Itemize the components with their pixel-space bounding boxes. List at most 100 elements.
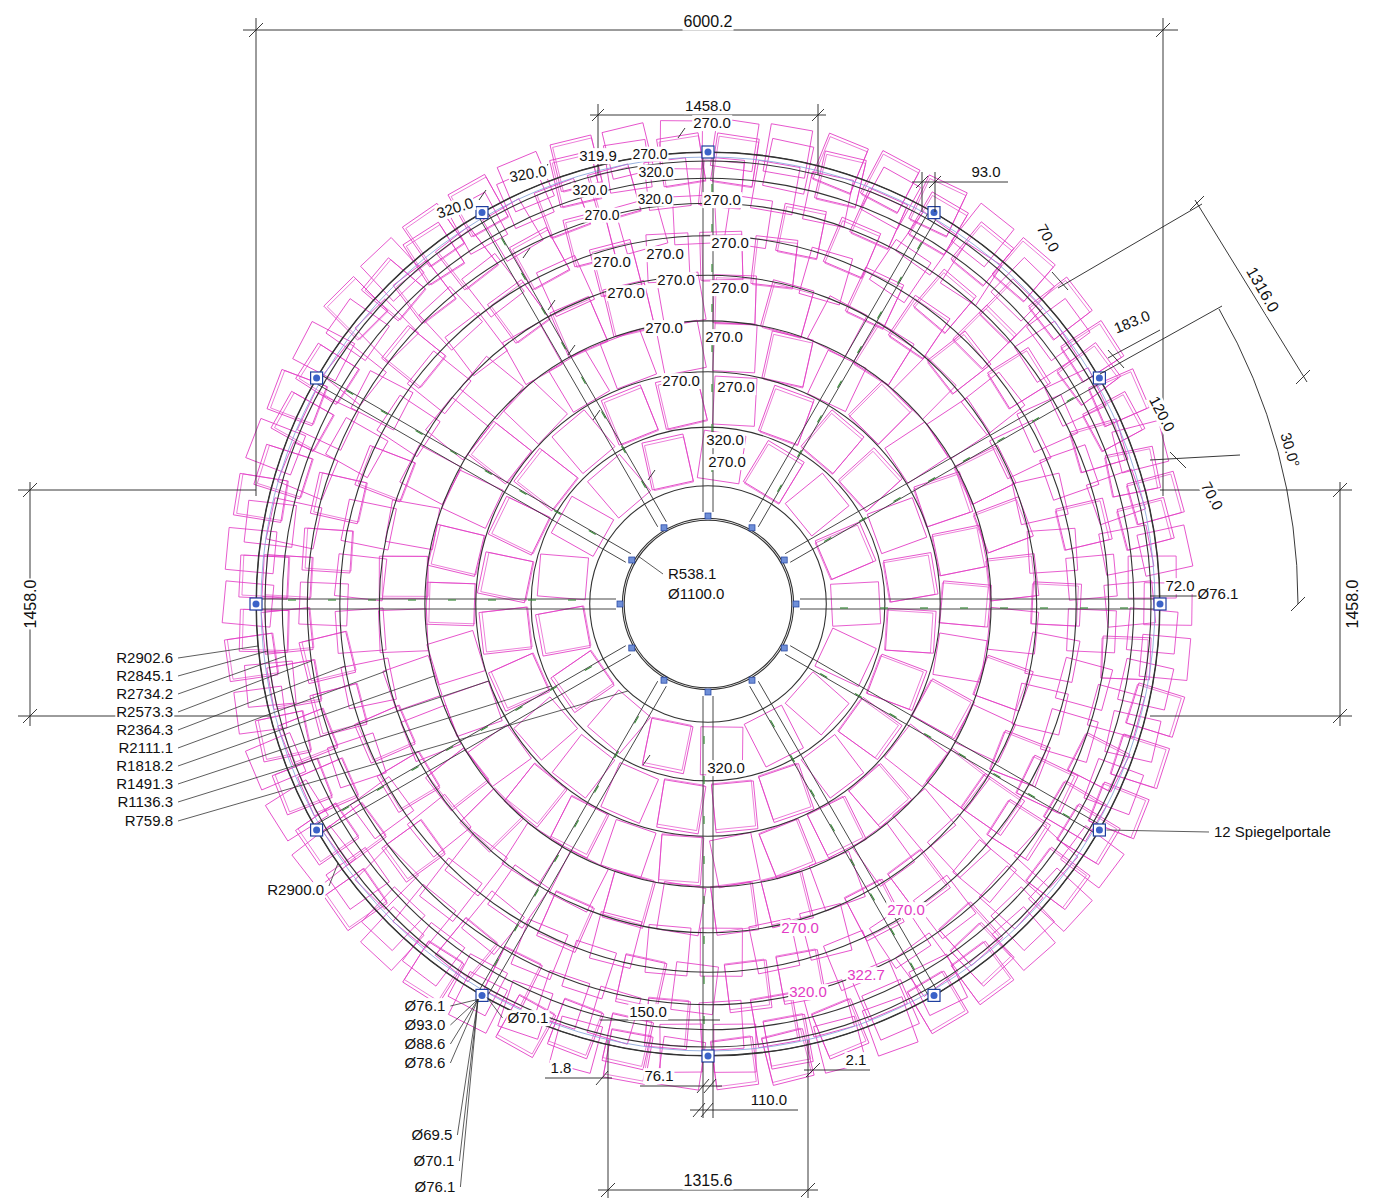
- ring-beam: [476, 372, 940, 836]
- mirror-tile: [327, 279, 388, 340]
- mirror-tile: [933, 633, 987, 682]
- mirror-tile: [1027, 298, 1091, 360]
- mirror-tile: [988, 351, 1048, 409]
- mirror-tile: [299, 582, 349, 626]
- mirror-tile: [429, 582, 476, 624]
- radius-label: R2902.6: [115, 650, 174, 666]
- mirror-tiles: [222, 118, 1193, 1090]
- mirror-tile: [775, 203, 826, 259]
- mirror-tile: [468, 421, 532, 484]
- mirror-tile: [660, 1024, 702, 1072]
- mirror-tile: [510, 227, 570, 289]
- dimension-label: 270.0: [702, 192, 742, 208]
- mirror-tile: [838, 448, 902, 511]
- mirror-tile: [442, 470, 503, 528]
- dimension-label: 1315.6: [683, 1173, 734, 1190]
- mirror-tile: [914, 474, 970, 527]
- mirror-tile: [222, 581, 274, 627]
- beam-tick: [711, 304, 712, 312]
- angle-label: 30.0°: [1277, 430, 1302, 470]
- radial-beam: [750, 214, 928, 522]
- dimension-label: 320.0: [788, 984, 828, 1000]
- mirror-tile: [1105, 446, 1160, 497]
- mirror-tile: [1027, 298, 1091, 360]
- beam-tick: [851, 859, 855, 866]
- leader-line: [460, 999, 478, 1187]
- beam-tick: [446, 747, 453, 751]
- leader-line: [450, 999, 478, 1063]
- radius-label: R538.1: [667, 566, 717, 582]
- radial-beam: [785, 376, 1093, 554]
- dimension-label: 70.0: [1033, 221, 1062, 256]
- mirror-tile: [724, 959, 769, 1010]
- mirror-tile: [302, 631, 356, 681]
- beam-tick: [589, 531, 596, 535]
- mirror-tile: [839, 697, 902, 759]
- beam-tick: [838, 381, 842, 388]
- beam-bracket: [781, 645, 787, 651]
- portal-symbol: [931, 992, 938, 999]
- mirror-tile: [326, 868, 387, 927]
- mirror-tile: [869, 239, 931, 302]
- mirror-tile: [885, 422, 948, 483]
- mirror-tile: [479, 607, 531, 654]
- mirror-tile: [1025, 632, 1080, 682]
- portal-symbol: [313, 827, 320, 834]
- beam-tick: [894, 498, 901, 502]
- mirror-tile: [292, 825, 356, 888]
- mirror-tile: [552, 734, 615, 798]
- mirror-tile: [361, 907, 424, 971]
- mirror-tile: [867, 498, 927, 554]
- mirror-tile: [460, 788, 524, 852]
- mirror-tile: [341, 658, 396, 709]
- mirror-tile: [655, 373, 707, 430]
- mirror-tile: [407, 794, 471, 857]
- mirror-tile: [239, 555, 289, 599]
- mirror-tile: [763, 124, 813, 179]
- mirror-tile: [271, 371, 328, 425]
- mirror-tile: [803, 172, 854, 228]
- beam-bracket: [661, 525, 667, 531]
- mirror-tile: [488, 865, 550, 928]
- mirror-tile: [911, 678, 974, 739]
- beam-tick: [1120, 607, 1128, 608]
- mirror-tile: [267, 369, 328, 426]
- mirror-tile: [468, 724, 532, 786]
- mirror-tile: [985, 554, 1038, 601]
- mirror-tile: [759, 818, 816, 879]
- mirror-tile: [869, 239, 931, 302]
- portal-symbol: [705, 149, 712, 156]
- mirror-tile: [1088, 369, 1150, 427]
- mirror-tile: [325, 802, 386, 861]
- dimension-label: 270.0: [716, 379, 756, 395]
- mirror-tile: [885, 422, 948, 483]
- mirror-tile: [1012, 683, 1068, 735]
- beam-tick: [346, 391, 353, 395]
- mirror-tile: [550, 296, 608, 358]
- portal-symbol: [928, 989, 940, 1001]
- diameter-label: Ø93.0: [404, 1017, 447, 1033]
- beam-bracket: [617, 601, 623, 607]
- dimension-label: 270.0: [710, 280, 750, 296]
- portal-symbol: [931, 209, 938, 216]
- mirror-tile: [931, 525, 987, 576]
- beam-tick: [711, 384, 712, 392]
- mirror-tile: [953, 445, 1016, 504]
- mirror-tile: [536, 606, 592, 656]
- beam-tick: [918, 242, 922, 249]
- mirror-tile: [483, 946, 542, 1009]
- mirror-tile: [991, 887, 1055, 951]
- mirror-tile: [547, 998, 604, 1059]
- beam-bracket: [705, 689, 711, 695]
- mirror-tile: [801, 734, 863, 798]
- mirror-tile: [361, 258, 425, 321]
- portal-symbol: [479, 209, 486, 216]
- mirror-tile: [1104, 581, 1156, 627]
- mirror-tile: [979, 279, 1043, 343]
- mirror-tile: [225, 527, 277, 573]
- ring-beam: [425, 321, 991, 887]
- mirror-tile: [645, 437, 694, 491]
- mirror-tile: [913, 269, 976, 333]
- mirror-tile: [439, 229, 499, 290]
- mirror-tile: [1102, 636, 1152, 680]
